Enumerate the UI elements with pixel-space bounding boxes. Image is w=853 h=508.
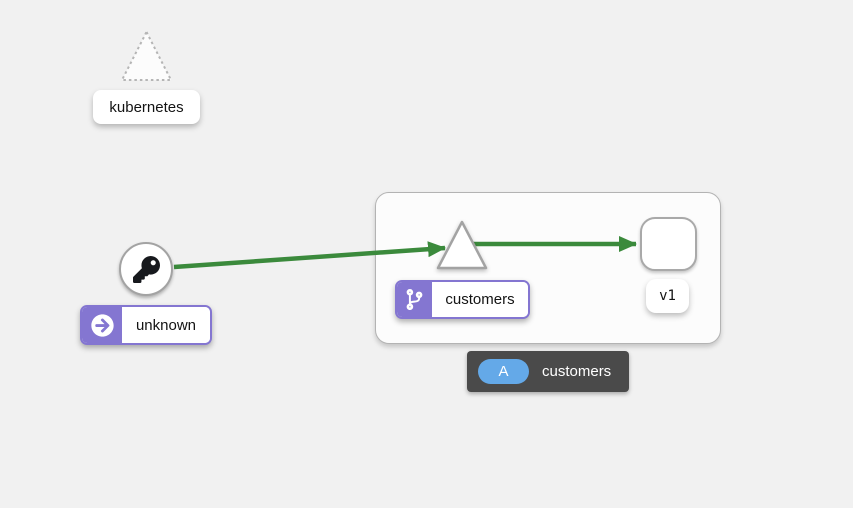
- node-v1-square[interactable]: [640, 217, 697, 271]
- traffic-source-badge: [82, 307, 122, 343]
- node-unknown-circle[interactable]: [119, 242, 173, 296]
- unknown-label-text: unknown: [122, 307, 210, 343]
- key-icon: [132, 255, 160, 283]
- node-label-customers[interactable]: customers: [395, 280, 530, 319]
- node-label-kubernetes[interactable]: kubernetes: [93, 90, 200, 124]
- customers-label-text: customers: [432, 282, 528, 317]
- node-label-unknown[interactable]: unknown: [80, 305, 212, 345]
- v1-label-text: v1: [659, 288, 676, 304]
- app-badge: A: [478, 359, 529, 384]
- app-badge-text: A: [498, 363, 509, 380]
- edge-unknown-to-customers[interactable]: [173, 241, 446, 270]
- virtual-service-badge: [397, 282, 432, 317]
- node-label-v1[interactable]: v1: [646, 279, 689, 313]
- node-shape-kubernetes-dashed-triangle[interactable]: [121, 31, 172, 81]
- app-tooltip-text: customers: [542, 363, 612, 380]
- arrow-circle-right-icon: [90, 313, 114, 337]
- node-shape-customers-triangle[interactable]: [436, 220, 488, 270]
- kubernetes-label-text: kubernetes: [109, 98, 184, 116]
- app-tooltip-customers: A customers: [467, 351, 629, 392]
- code-branch-icon: [406, 289, 423, 310]
